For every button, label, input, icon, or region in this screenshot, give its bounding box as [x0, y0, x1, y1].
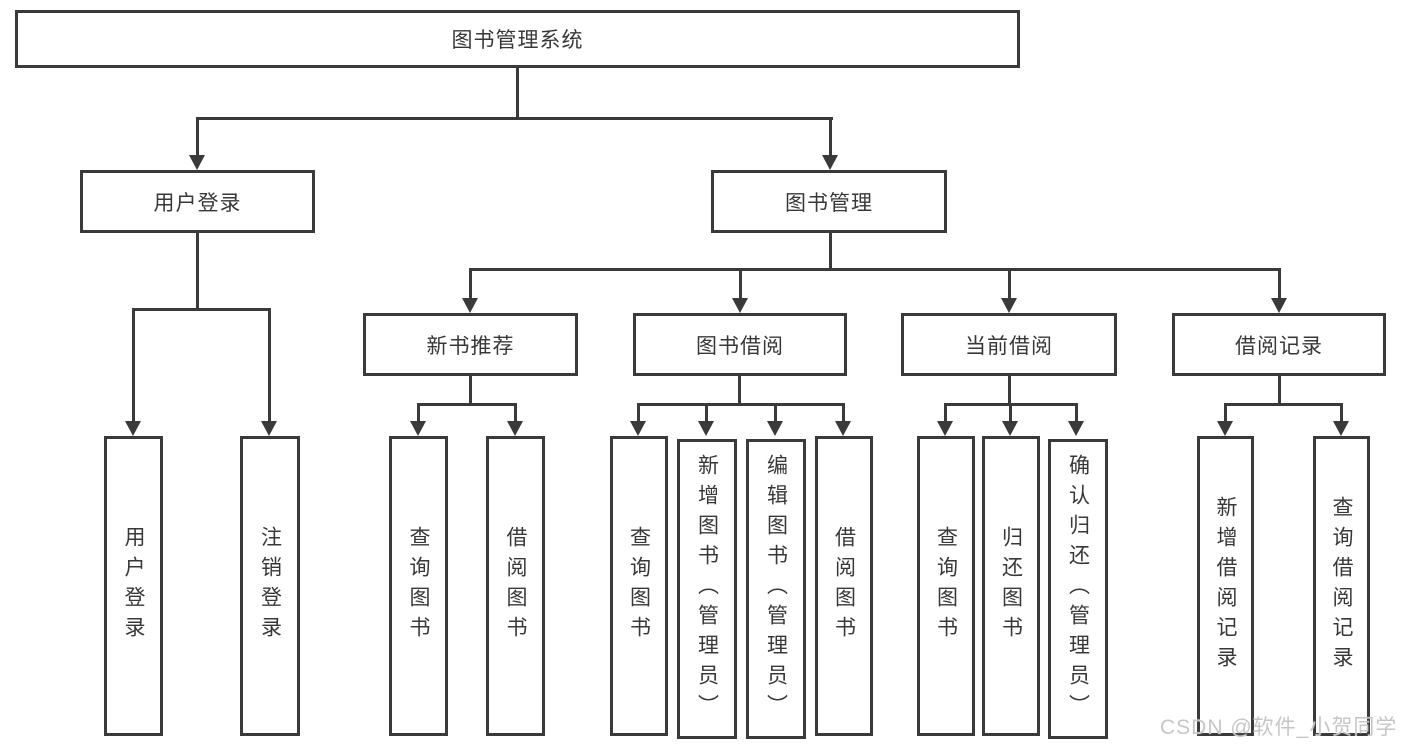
connector-line	[1009, 403, 1012, 423]
connector-arrow	[410, 421, 426, 436]
node-book-management-label: 图书管理	[785, 191, 873, 215]
leaf-borrow-borrow-books-label: 借阅图书	[832, 526, 856, 646]
leaf-user-login: 用户登录	[104, 436, 163, 736]
connector-line	[268, 308, 271, 424]
leaf-newbook-query-books-label: 查询图书	[407, 526, 430, 646]
connector-arrow	[462, 298, 478, 313]
node-current-borrow: 当前借阅	[901, 313, 1117, 376]
connector-arrow	[767, 421, 783, 436]
connector-arrow	[189, 155, 205, 170]
connector-line	[196, 117, 833, 120]
connector-line	[1224, 403, 1342, 406]
connector-line	[417, 403, 420, 423]
leaf-user-login-label: 用户登录	[122, 526, 145, 646]
leaf-logout-label: 注销登录	[258, 526, 282, 646]
leaf-add-borrow-record: 新增借阅记录	[1197, 436, 1254, 736]
connector-line	[132, 308, 135, 424]
leaf-return-books-label: 归还图书	[999, 526, 1023, 646]
connector-line	[829, 233, 832, 271]
connector-line	[1340, 403, 1343, 423]
node-book-borrow-label: 图书借阅	[696, 334, 784, 358]
node-new-book-recommend: 新书推荐	[363, 313, 578, 376]
connector-arrow	[937, 421, 953, 436]
connector-line	[774, 403, 777, 423]
connector-line	[705, 403, 708, 423]
connector-line	[738, 376, 741, 406]
leaf-logout: 注销登录	[240, 436, 300, 736]
connector-line	[417, 403, 517, 406]
leaf-current-query-books-label: 查询图书	[934, 526, 958, 646]
node-book-management: 图书管理	[711, 170, 947, 233]
leaf-current-query-books: 查询图书	[917, 436, 975, 736]
leaf-edit-books-admin: 编辑图书（管理员）	[746, 439, 806, 739]
leaf-newbook-query-books: 查询图书	[389, 436, 448, 736]
node-current-borrow-label: 当前借阅	[965, 334, 1053, 358]
leaf-add-books-admin-label: 新增图书（管理员）	[695, 454, 719, 724]
connector-line	[1278, 376, 1281, 406]
node-borrow-record: 借阅记录	[1172, 313, 1386, 376]
connector-line	[829, 117, 832, 159]
connector-line	[637, 403, 844, 406]
connector-arrow	[1271, 298, 1287, 313]
node-book-borrow: 图书借阅	[633, 313, 847, 376]
connector-arrow	[822, 155, 838, 170]
connector-arrow	[1002, 421, 1018, 436]
leaf-borrow-query-books: 查询图书	[610, 436, 668, 736]
connector-line	[196, 117, 199, 159]
node-new-book-recommend-label: 新书推荐	[426, 334, 515, 358]
connector-line	[1224, 403, 1227, 423]
connector-arrow	[261, 421, 277, 436]
node-user-login-label: 用户登录	[153, 191, 242, 215]
leaf-query-borrow-record-label: 查询借阅记录	[1330, 496, 1353, 676]
connector-arrow	[1217, 421, 1233, 436]
leaf-borrow-query-books-label: 查询图书	[627, 526, 651, 646]
node-borrow-record-label: 借阅记录	[1235, 334, 1323, 358]
node-root-label: 图书管理系统	[451, 29, 584, 52]
connector-line	[1008, 268, 1011, 301]
connector-line	[1075, 403, 1078, 423]
leaf-add-borrow-record-label: 新增借阅记录	[1214, 496, 1237, 676]
connector-arrow	[630, 421, 646, 436]
csdn-watermark: CSDN @软件_小贺同学	[1160, 716, 1398, 739]
connector-line	[739, 268, 742, 301]
connector-line	[514, 403, 517, 423]
connector-arrow	[507, 421, 523, 436]
connector-line	[132, 308, 271, 311]
leaf-confirm-return-admin-label: 确认归还（管理员）	[1066, 454, 1090, 724]
connector-line	[196, 233, 199, 311]
connector-line	[469, 376, 472, 406]
connector-line	[1278, 268, 1281, 301]
leaf-newbook-borrow-books: 借阅图书	[486, 436, 545, 736]
connector-line	[842, 403, 845, 423]
connector-arrow	[698, 421, 714, 436]
leaf-query-borrow-record: 查询借阅记录	[1313, 436, 1370, 736]
connector-arrow	[1001, 298, 1017, 313]
connector-arrow	[1068, 421, 1084, 436]
connector-arrow	[1333, 421, 1349, 436]
connector-line	[469, 268, 1281, 271]
node-user-login: 用户登录	[80, 170, 315, 233]
connector-arrow	[732, 298, 748, 313]
leaf-return-books: 归还图书	[982, 436, 1040, 736]
connector-line	[637, 403, 640, 423]
connector-arrow	[835, 421, 851, 436]
leaf-confirm-return-admin: 确认归还（管理员）	[1048, 439, 1108, 739]
leaf-edit-books-admin-label: 编辑图书（管理员）	[764, 454, 788, 724]
connector-line	[469, 268, 472, 301]
connector-arrow	[125, 421, 141, 436]
leaf-newbook-borrow-books-label: 借阅图书	[504, 526, 527, 646]
connector-line	[1008, 376, 1011, 406]
connector-line	[516, 68, 519, 119]
node-root: 图书管理系统	[15, 10, 1020, 68]
connector-line	[944, 403, 947, 423]
leaf-borrow-borrow-books: 借阅图书	[815, 436, 873, 736]
leaf-add-books-admin: 新增图书（管理员）	[677, 439, 737, 739]
